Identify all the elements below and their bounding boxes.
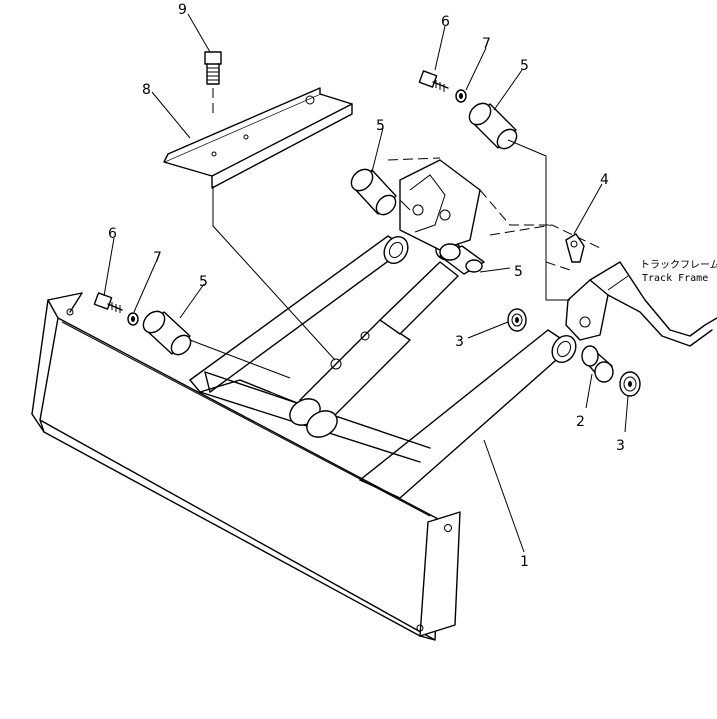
callout-4: 4 xyxy=(600,172,609,188)
pin-upper-left xyxy=(350,168,397,216)
seal-left xyxy=(507,308,527,332)
callout-labels: 9 8 6 7 5 5 4 6 7 5 5 3 2 3 1 xyxy=(108,2,625,570)
track-frame-label-japanese: トラックフレーム xyxy=(640,259,717,271)
track-frame-label: トラックフレーム Track Frame xyxy=(640,259,717,284)
callout-2: 2 xyxy=(576,414,585,430)
right-push-arm xyxy=(359,329,577,499)
track-frame-label-english: Track Frame xyxy=(642,273,708,284)
washer-upper xyxy=(455,89,467,103)
callout-5-upper-left: 5 xyxy=(376,118,385,134)
callout-6-left: 6 xyxy=(108,226,117,242)
lift-cylinder xyxy=(289,239,461,438)
callout-1: 1 xyxy=(520,554,529,570)
assembly-lines xyxy=(189,139,570,379)
track-frame-bracket xyxy=(489,224,717,347)
callout-3-left: 3 xyxy=(455,334,464,350)
pin-left xyxy=(142,310,192,356)
callout-5-left: 5 xyxy=(199,274,208,290)
pin-middle xyxy=(439,243,485,275)
bolt-upper xyxy=(418,70,449,92)
callout-6-upper: 6 xyxy=(441,14,450,30)
upper-bracket xyxy=(387,157,552,251)
callout-leaders xyxy=(103,13,629,553)
callout-7-left: 7 xyxy=(153,250,162,266)
left-push-arm xyxy=(189,235,409,393)
cover-plate xyxy=(163,87,353,189)
grease-fitting xyxy=(565,233,585,263)
washer-left xyxy=(127,312,139,326)
callout-9: 9 xyxy=(178,2,187,18)
callout-8: 8 xyxy=(142,82,151,98)
callout-5-upper-right: 5 xyxy=(520,58,529,74)
pin-upper-right xyxy=(468,102,518,150)
bushing xyxy=(581,345,614,383)
callout-7-upper: 7 xyxy=(482,36,491,52)
bolt-plate xyxy=(204,51,222,118)
callout-5-middle: 5 xyxy=(514,264,523,280)
bolt-left xyxy=(93,292,123,313)
seal-right xyxy=(619,371,641,397)
callout-3-right: 3 xyxy=(616,438,625,454)
